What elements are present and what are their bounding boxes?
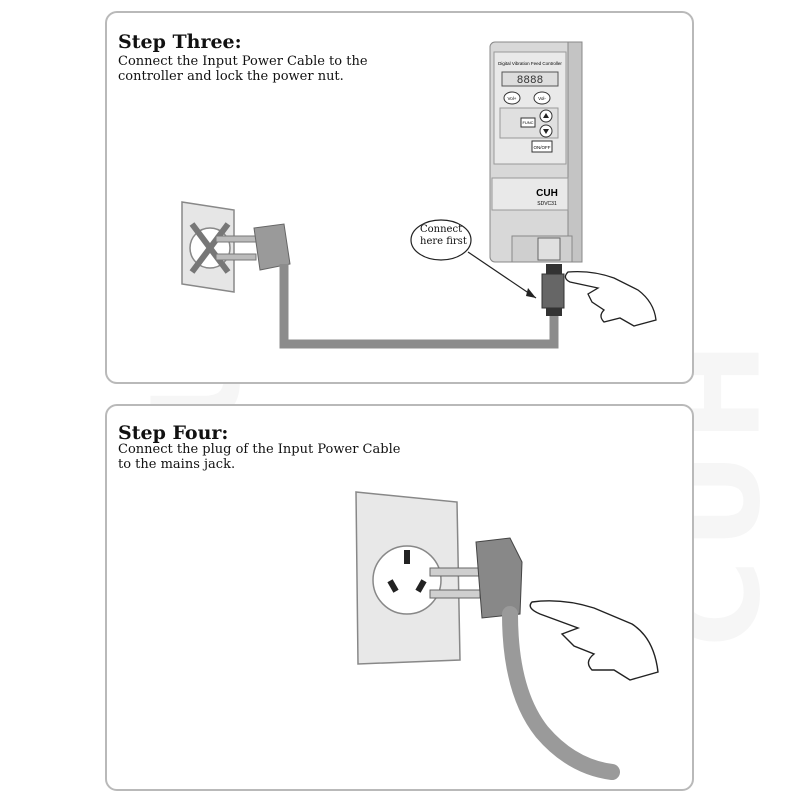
step-four-description-line: Connect the plug of the Input Power Cabl… (118, 442, 401, 457)
power-connector (541, 264, 565, 316)
step-four-description-line: to the mains jack. (118, 457, 236, 472)
power-cable (279, 264, 559, 349)
step-four-illustration (355, 491, 659, 780)
controller-device: Digital Vibration Feed Controller 8888 V… (489, 41, 583, 263)
func-button: FUNC (522, 120, 533, 125)
pointing-hand-icon (564, 270, 657, 327)
controller-header: Digital Vibration Feed Controller (498, 61, 562, 66)
step-three-description: Connect the Input Power Cable to the con… (118, 54, 368, 84)
step-three-description-line: Connect the Input Power Cable to the (118, 54, 368, 69)
callout-pointer (467, 251, 537, 299)
pointing-hand-icon (529, 600, 659, 681)
step-three-illustration: Digital Vibration Feed Controller 8888 V… (181, 41, 657, 349)
vol-plus-button: Vol+ (508, 96, 517, 101)
step-three-title: Step Three: (118, 31, 242, 53)
step-three-panel: Step Three: Connect the Input Power Cabl… (105, 11, 694, 384)
callout-line: here first (420, 236, 467, 247)
controller-display: 8888 (517, 75, 543, 87)
callout-bubble (410, 219, 472, 261)
up-arrow-icon (543, 113, 549, 118)
controller-brand: CUH (536, 188, 558, 199)
step-four-title: Step Four: (118, 422, 229, 444)
plug-body (475, 537, 523, 619)
callout-text: Connect here first (420, 224, 484, 248)
power-cable (502, 606, 620, 780)
plug-pin (429, 567, 481, 577)
vol-minus-button: Vol- (538, 96, 546, 101)
controller-model: SDVC31 (537, 201, 557, 207)
callout-line: Connect (420, 224, 463, 235)
plug-pin (429, 589, 481, 599)
wall-socket-icon (355, 491, 461, 665)
crossed-socket-icon (181, 201, 235, 293)
step-three-description-line: controller and lock the power nut. (118, 69, 344, 84)
plug-icon (215, 223, 291, 271)
down-arrow-icon (543, 129, 549, 134)
step-four-panel: Step Four: Connect the plug of the Input… (105, 404, 694, 791)
step-four-description: Connect the plug of the Input Power Cabl… (118, 442, 400, 472)
on-off-button: ON/OFF (534, 145, 551, 150)
